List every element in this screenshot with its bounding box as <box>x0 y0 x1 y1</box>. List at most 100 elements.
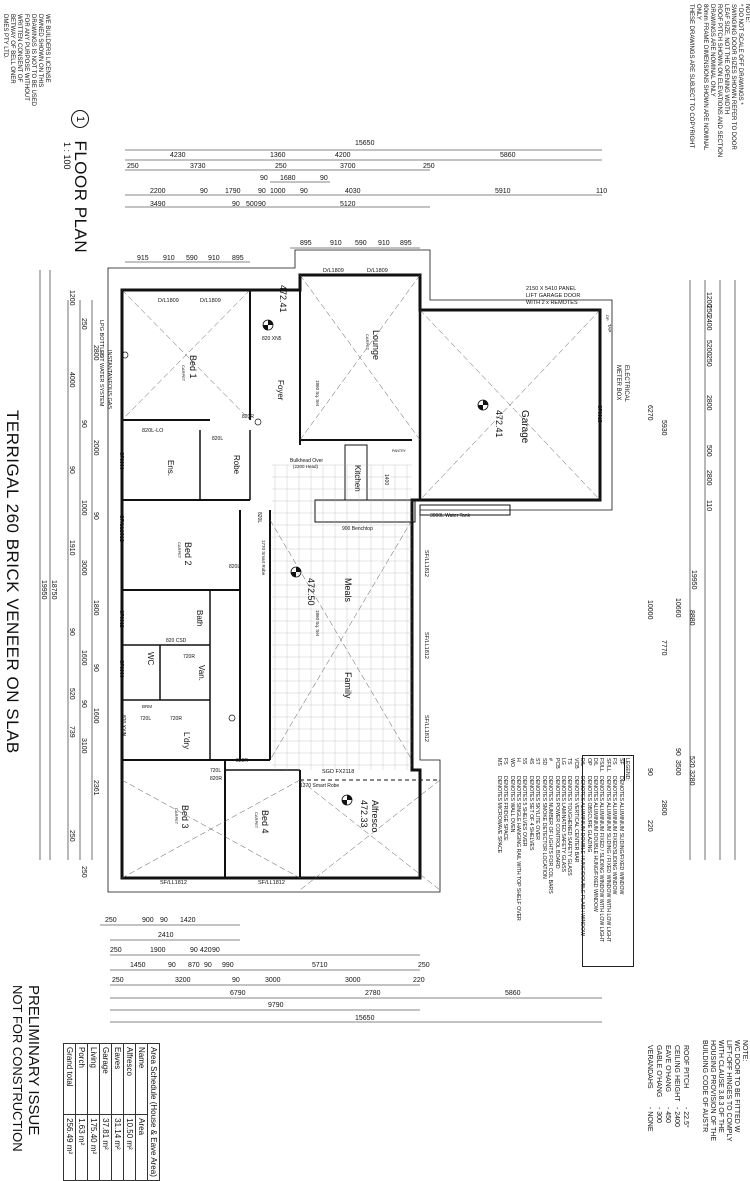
room-van: Van. <box>197 665 206 681</box>
dim-right-row2: 220 <box>646 820 653 832</box>
dim-right-seg: 2800 <box>705 470 712 486</box>
dimension: 590 <box>355 240 367 247</box>
dimension: 895 <box>300 240 312 247</box>
dimension: 90 <box>260 175 268 182</box>
lpg-label: LPG BOTTLES <box>98 320 104 358</box>
door-820l-bed2: 820L <box>256 512 262 523</box>
dimension: 1420 <box>180 917 196 924</box>
window-sfll1812-a: SF/LL1812 <box>118 515 124 542</box>
downpipe-label: DP <box>605 315 610 321</box>
level-marker-alfresco-fill <box>342 795 352 805</box>
dim-left-seg: 250 <box>68 830 75 842</box>
dim-right-row2: 520 <box>688 756 695 768</box>
dimension: 2780 <box>365 990 381 997</box>
door-820r3: 820R <box>236 758 248 764</box>
dimension: 90 <box>190 947 198 954</box>
window-sf0912: SF0912 <box>118 610 124 628</box>
dim-right-seg: 2400 <box>705 315 712 331</box>
dimension: 2410 <box>158 932 174 939</box>
dimension: 5860 <box>505 990 521 997</box>
legend-box <box>582 755 634 967</box>
dimension: 90 <box>232 201 240 208</box>
room-lounge-floor: CARPET <box>365 334 370 351</box>
dimension: 910 <box>330 240 342 247</box>
section-marker-icon <box>121 351 129 359</box>
door-820r2: 820R <box>210 776 222 782</box>
smart-robe-label: 1370 Smart Robe <box>300 783 339 789</box>
dim-right-seg: 5200 <box>705 340 712 356</box>
hws-label-2: HOT WATER SYSTEM <box>98 350 104 407</box>
hws-label-1: INSTANTANEOUS GAS <box>106 350 112 409</box>
door-720l: 720L <box>140 716 151 722</box>
dimension: 915 <box>137 255 149 262</box>
door-820l-bed1: 820L <box>212 436 223 442</box>
dim-left-seg: 3000 <box>80 560 87 576</box>
water-tank <box>419 504 511 516</box>
door-720r: 720R <box>183 654 195 660</box>
dimension: 90 <box>204 962 212 969</box>
dim-left-seg: 90 <box>68 628 75 636</box>
meter-box-label-2: METER BOX <box>615 365 621 400</box>
benchtop-label: 900 Benchtop <box>342 526 373 532</box>
plan-labels: Bed 1CARPETLoungeCARPETGarage472.41Foyer… <box>98 268 629 886</box>
garage-door-label-3: WITH 2 x REMOTES <box>526 300 578 306</box>
dim-right-row2: 3500 <box>674 760 681 776</box>
dimension: 4200 <box>335 152 351 159</box>
window-sfll1812-e: SF/LL1812 <box>160 880 187 886</box>
dim-right-overall: 19950 <box>690 570 697 590</box>
window-820llo: 820L-LO <box>142 428 164 434</box>
dimension: 90 <box>212 947 220 954</box>
room-lounge: Lounge <box>371 330 381 360</box>
dimension-lines <box>39 149 736 1023</box>
dim-left-seg: 2361 <box>92 780 99 796</box>
dimension: 250 <box>418 962 430 969</box>
dim-left-inner: 18750 <box>50 580 57 600</box>
dim-left-seg: 1600 <box>92 708 99 724</box>
dim-right-row2: 10000 <box>646 600 653 620</box>
dimension: 90 <box>320 175 328 182</box>
dim-right-seg: 2800 <box>705 395 712 411</box>
dimension: 1790 <box>225 188 241 195</box>
room-meals: Meals <box>343 578 353 603</box>
dimension: 90 <box>258 188 266 195</box>
room-ldry: L'dry <box>182 732 191 749</box>
door-820r: 820R <box>242 414 254 420</box>
dimension: 2200 <box>150 188 166 195</box>
dimension: 1450 <box>130 962 146 969</box>
dim-left-seg: 90 <box>68 466 75 474</box>
dim-right-row2: 5930 <box>660 420 667 436</box>
room-bed2: Bed 2 <box>183 542 193 566</box>
window-sfll1812-c: SF/LL1812 <box>423 632 429 659</box>
dimension: 910 <box>208 255 220 262</box>
dim-right-seg: 110 <box>705 500 712 511</box>
dim-right-row2: 3280 <box>688 770 695 786</box>
meals-level: 472.50 <box>306 578 316 606</box>
sgd-label: SGD FX2118 <box>322 769 354 775</box>
tap-label: TAP <box>607 324 612 332</box>
dim-right-seg: 250 <box>705 305 712 317</box>
dimension: 110 <box>596 188 607 195</box>
room-alfresco: Alfresco <box>370 800 380 833</box>
room-bed1-floor: CARPET <box>181 365 186 382</box>
room-bed1: Bed 1 <box>188 355 198 379</box>
sq-set-1860b: 1860 Sq. Set <box>315 610 320 637</box>
level-markers <box>262 319 489 806</box>
dimension: 1680 <box>280 175 296 182</box>
dimension: 90 <box>300 188 308 195</box>
room-robe: Robe <box>232 455 241 475</box>
door-820csd: 820 CSD <box>166 638 187 644</box>
dimension: 590 <box>186 255 198 262</box>
level-marker-garage-fill <box>478 400 488 410</box>
dim-left-seg: 1600 <box>80 650 87 666</box>
front-level: 472.41 <box>278 285 288 313</box>
room-bed4-floor: CARPET <box>254 812 259 829</box>
dimension: 1000 <box>270 188 286 195</box>
xn5-label: 820 XN5 <box>262 336 282 342</box>
dimension: 220 <box>413 977 425 984</box>
room-bed3-floor: CARPET <box>174 808 179 825</box>
meter-box-label-1: ELECTRICAL <box>623 365 629 403</box>
brm-label: BRM <box>142 704 152 709</box>
dimension: 4230 <box>170 152 186 159</box>
room-family: Family <box>343 672 353 699</box>
